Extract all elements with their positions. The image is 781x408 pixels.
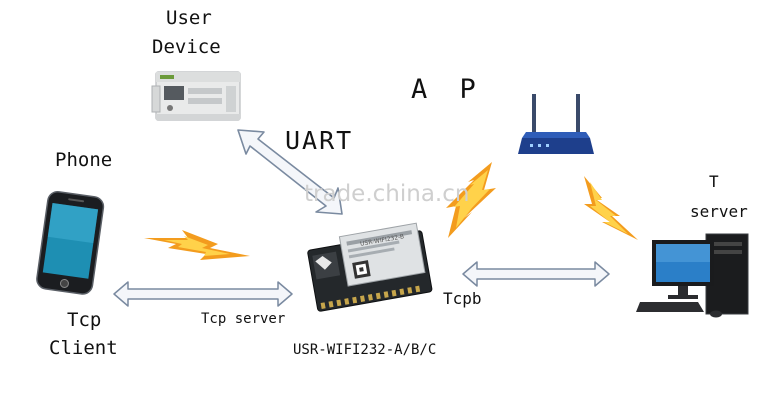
module-computer-double-arrow-icon [461,260,611,288]
user-device-label-line2: Device [152,38,221,57]
tcp-client-label-line1: Tcp [67,311,101,330]
user-device-label-line1: User [166,9,212,28]
lightning-signal-icon-ap-right [580,176,640,240]
router-icon [516,92,596,164]
phone-label: Phone [55,151,112,170]
phone-module-double-arrow-icon [112,280,294,308]
tcp-server-right-label-line1: T [709,174,719,190]
tcpb-label: Tcpb [443,291,482,307]
watermark-text: trade.china.cn [304,183,469,206]
tcp-server-label-left: Tcp server [201,312,285,326]
smartphone-icon [30,192,112,296]
module-model-label: USR-WIFI232-A/B/C [293,343,436,357]
desktop-computer-icon [636,226,776,322]
ap-label: A P [411,76,484,103]
plc-device-icon [148,62,244,126]
wifi-module-icon [306,222,434,320]
lightning-signal-icon-left [144,226,252,264]
tcp-client-label-line2: Client [49,339,118,358]
tcp-server-right-label-line2: server [690,204,748,220]
